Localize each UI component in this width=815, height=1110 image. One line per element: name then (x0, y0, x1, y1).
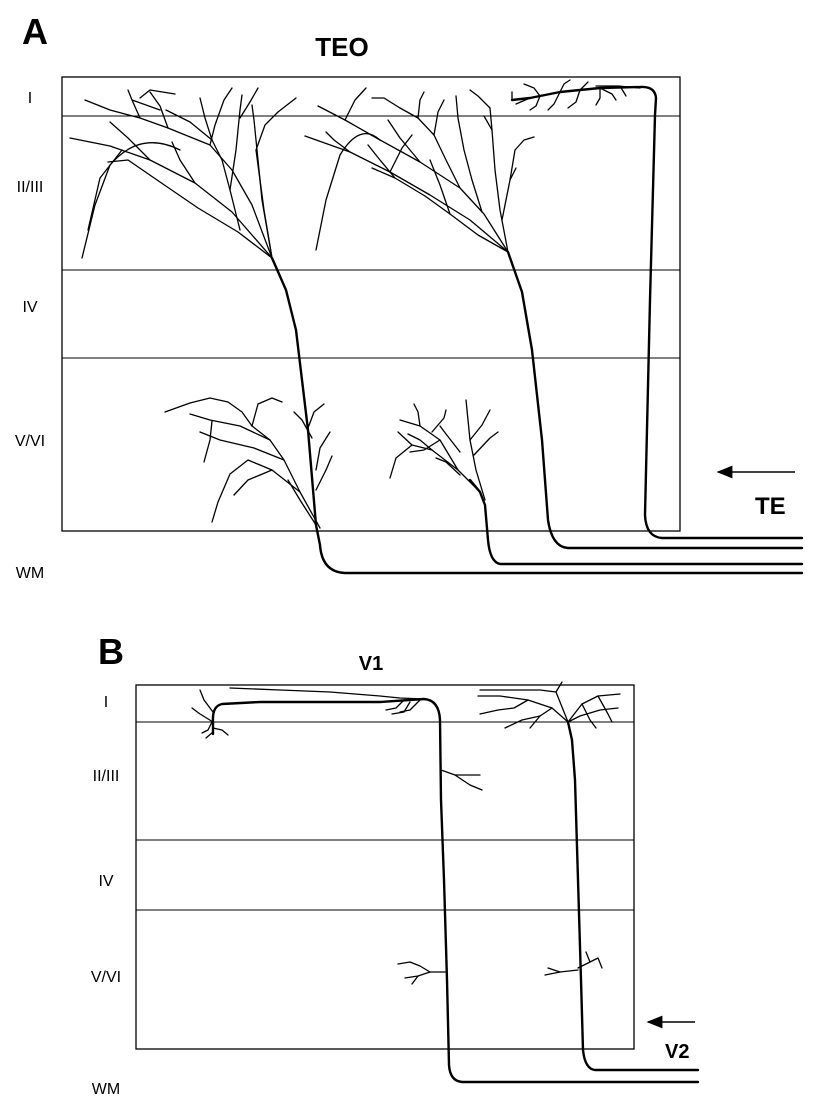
panel-b-cortex-box (135, 684, 635, 1050)
panel-a-layer-label-i: I (28, 90, 32, 107)
panel-b: B V1 I II/III IV V/VI WM (91, 631, 700, 1098)
panel-a-area-title: TEO (315, 32, 368, 62)
panel-b-letter: B (98, 631, 124, 672)
panel-a-source-label: TE (755, 493, 786, 520)
panel-a-layer-label-ii-iii: II/III (17, 179, 44, 196)
panel-a-axon-2 (389, 399, 804, 566)
panel-b-layer-label-wm: WM (92, 1081, 120, 1098)
panel-b-layer-label-iv: IV (98, 873, 113, 890)
panel-b-axon-1 (191, 687, 700, 1084)
panel-b-axon-2 (477, 681, 700, 1072)
panel-a-layer-label-v-vi: V/VI (15, 433, 45, 450)
panel-b-layer-label-v-vi: V/VI (91, 969, 121, 986)
panel-b-area-title: V1 (359, 653, 383, 675)
panel-a-layer-label-iv: IV (22, 299, 37, 316)
panel-a: A TEO I II/III IV V/VI WM (15, 11, 804, 582)
panel-a-axon-4 (510, 79, 804, 540)
panel-a-letter: A (22, 11, 48, 52)
panel-b-layer-label-ii-iii: II/III (93, 768, 120, 785)
panel-a-cortex-box (61, 76, 681, 532)
panel-b-source-label: V2 (665, 1041, 689, 1063)
panel-a-axon-1 (69, 87, 804, 575)
panel-a-axon-3 (304, 87, 804, 550)
panel-b-layer-label-i: I (104, 694, 108, 711)
panel-a-layer-label-wm: WM (16, 565, 44, 582)
